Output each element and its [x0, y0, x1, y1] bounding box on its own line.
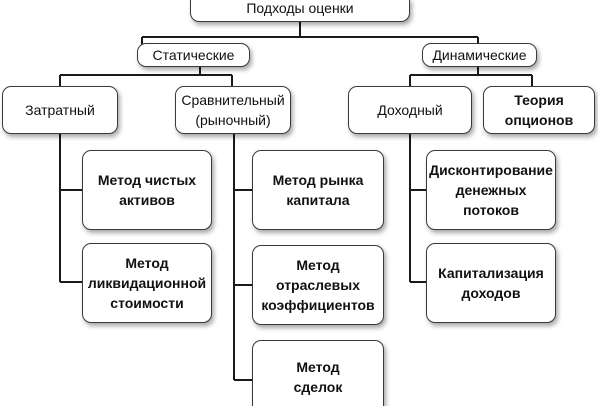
approach-options-theory: Теория опционов [483, 86, 595, 134]
method-net-assets: Метод чистых активов [82, 150, 212, 230]
method-liquidation-value: Метод ликвидационной стоимости [82, 243, 212, 323]
method-industry-coefficients: Метод отраслевых коэффициентов [252, 245, 384, 325]
root-node: Подходы оценки [190, 0, 410, 22]
group-static: Статические [137, 43, 250, 67]
method-capital-market: Метод рынка капитала [252, 150, 384, 230]
method-income-capitalization: Капитализация доходов [426, 243, 556, 323]
method-transactions: Метод сделок [252, 340, 384, 406]
approach-cost: Затратный [2, 86, 118, 134]
approach-comparative: Сравнительный (рыночный) [175, 86, 291, 134]
method-cash-flow-discounting: Дисконтирование денежных потоков [426, 150, 556, 230]
group-dynamic: Динамические [422, 43, 537, 67]
approach-income: Доходный [348, 86, 472, 134]
